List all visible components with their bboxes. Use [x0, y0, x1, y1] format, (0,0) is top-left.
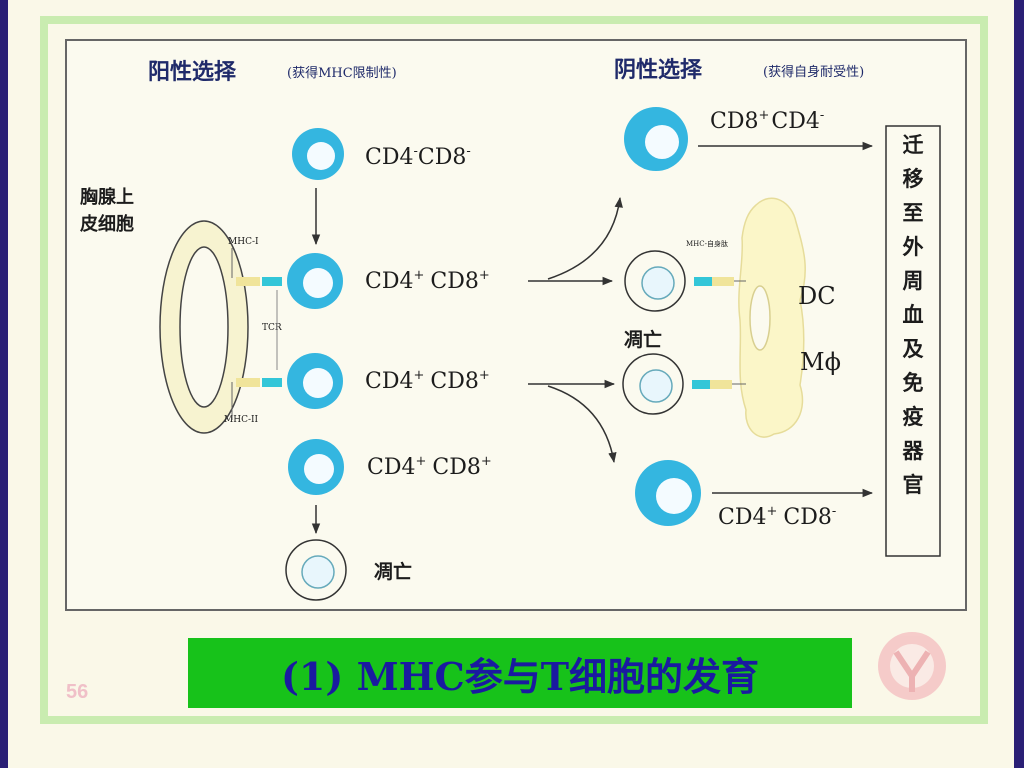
dc-label: DC	[798, 282, 836, 310]
migrate-char: 血	[903, 302, 924, 327]
mhc-mid-1	[712, 277, 734, 286]
dendritic-cell-nucleus	[749, 285, 771, 351]
migrate-char: 至	[903, 200, 924, 225]
migrate-char: 迁	[903, 132, 924, 157]
migration-box	[885, 125, 941, 557]
mhc-self-label: MHC-自身肽	[686, 239, 728, 248]
mhc2-label: MHC-II	[224, 415, 259, 425]
tcr-label: TCR	[262, 323, 282, 333]
page-number: 56	[66, 681, 88, 703]
label-apoptosis-bottom: 凋亡	[374, 560, 412, 583]
mhc1-molecule	[236, 277, 260, 286]
cell-dp3-nucleus	[304, 454, 334, 484]
cell-cd4-sp-nucleus	[656, 478, 692, 514]
cell-apoptotic-mid-1-nucleus	[641, 266, 675, 300]
label-dp1: CD4+CD8+	[365, 268, 490, 294]
label-cd4-sp: CD4+CD8-	[718, 504, 836, 530]
caption: (1) MHC参与T细胞的发育	[280, 653, 760, 699]
migrate-char: 移	[903, 166, 924, 191]
negative-selection-subtitle: (获得自身耐受性)	[763, 64, 864, 80]
cell-dn-nucleus	[307, 142, 335, 170]
migrate-char: 周	[903, 268, 924, 293]
logo-icon	[878, 632, 946, 700]
thymic-cell-label-2: 皮细胞	[80, 213, 134, 235]
cell-dp2-nucleus	[303, 368, 333, 398]
thymic-cell-label-1: 胸腺上	[80, 186, 134, 208]
negative-selection-title: 阴性选择	[614, 57, 703, 83]
positive-selection-subtitle: (获得MHC限制性)	[287, 65, 397, 81]
slide-border	[40, 16, 988, 724]
migrate-char: 疫	[903, 404, 924, 429]
label-dp2: CD4+CD8+	[365, 368, 490, 394]
mhc1-label: MHC-I	[228, 237, 259, 247]
migrate-char: 官	[903, 472, 924, 497]
mhc2-molecule	[236, 378, 260, 387]
tcr-mid-1	[694, 277, 712, 286]
arrow-dp1-up-curve	[547, 196, 623, 280]
cell-apoptotic-mid-2-nucleus	[639, 369, 673, 403]
tcr-bottom	[262, 378, 282, 387]
caption-box: (1) MHC参与T细胞的发育	[188, 638, 852, 708]
migrate-char: 外	[903, 234, 924, 259]
label-cd8-sp: CD8+CD4-	[710, 108, 824, 134]
tcr-mid-2	[692, 380, 710, 389]
migration-label: 迁 移 至 外 周 血 及 免 疫 器 官	[902, 132, 925, 497]
thymic-cell-inner	[179, 246, 229, 408]
macrophage-label: Mϕ	[800, 348, 841, 376]
arrow-dp2-down-curve	[547, 385, 617, 464]
migrate-char: 器	[902, 438, 925, 463]
positive-selection-title: 阳性选择	[148, 59, 237, 85]
label-apoptosis-mid: 凋亡	[624, 328, 662, 351]
mhc-mid-2	[710, 380, 732, 389]
tcr-top	[262, 277, 282, 286]
cell-apoptotic-bottom-nucleus	[301, 555, 335, 589]
cell-cd8-sp-nucleus	[645, 125, 679, 159]
cell-dp1-nucleus	[303, 268, 333, 298]
label-dn: CD4-CD8-	[365, 144, 471, 170]
dendritic-cell	[738, 197, 806, 438]
migrate-char: 及	[903, 336, 925, 361]
migrate-char: 免	[903, 370, 924, 395]
label-dp3: CD4+CD8+	[367, 454, 492, 480]
